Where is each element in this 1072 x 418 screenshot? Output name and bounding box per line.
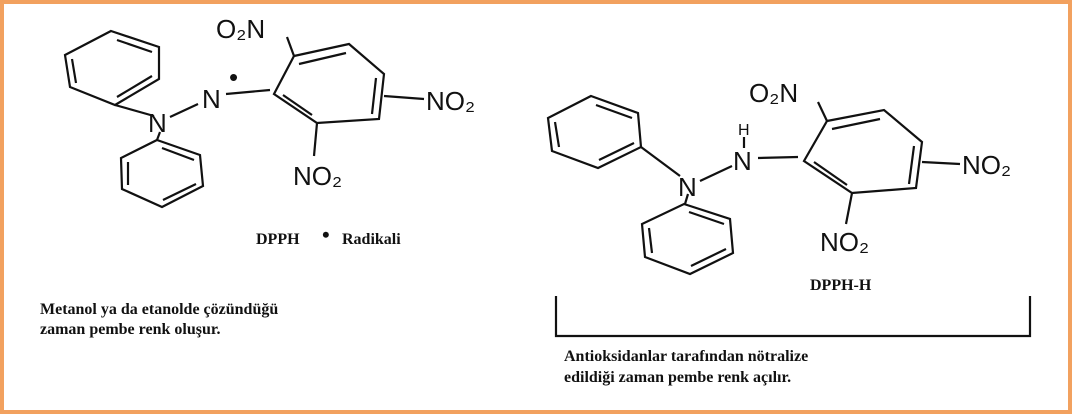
dpph-diagram: O₂N NO₂ NO₂ N N • DPPH • Radikali Metano…	[40, 14, 1032, 386]
left-molecule-name-part1: DPPH	[256, 231, 300, 248]
left-no2-right-label: NO₂	[426, 86, 475, 116]
left-phenyl-lower-ring	[119, 138, 205, 209]
right-no2-top-label: O₂N	[749, 78, 798, 108]
right-caption-line1: Antioksidanlar tarafından nötralize	[564, 348, 808, 365]
right-phenyl-upper-ring	[546, 94, 643, 170]
left-molecule-name-dot: •	[322, 222, 330, 247]
left-no2-bottom-label: NO₂	[293, 161, 342, 191]
left-phenyl-upper-ring	[63, 29, 161, 107]
left-radical-dot: •	[229, 62, 238, 92]
left-n-amine-label: N	[148, 108, 167, 138]
right-picryl-ring	[802, 108, 924, 195]
right-phenyl-lower-ring	[640, 202, 735, 276]
right-no2-bottom-label: NO₂	[820, 227, 869, 257]
left-caption-line1: Metanol ya da etanolde çözündüğü	[40, 301, 278, 318]
right-h-atom-label: H	[738, 122, 750, 139]
right-caption-line2: edildiği zaman pembe renk açılır.	[564, 369, 791, 386]
left-n-radical-label: N	[202, 84, 221, 114]
left-molecule-name-part2: Radikali	[342, 231, 401, 248]
right-molecule: O₂N NO₂ NO₂ H N N DPPH-H Antioksidanlar …	[546, 78, 1032, 386]
right-no2-right-label: NO₂	[962, 150, 1011, 180]
left-picryl-ring	[272, 42, 386, 125]
left-no2-top-label: O₂N	[216, 14, 265, 44]
right-n-amine-label: N	[678, 172, 697, 202]
right-molecule-name: DPPH-H	[810, 277, 872, 294]
right-n-hydrazyl-label: N	[733, 146, 752, 176]
right-bracket	[554, 296, 1032, 338]
left-caption-line2: zaman pembe renk oluşur.	[40, 321, 220, 338]
left-molecule: O₂N NO₂ NO₂ N N • DPPH • Radikali Metano…	[40, 14, 475, 338]
